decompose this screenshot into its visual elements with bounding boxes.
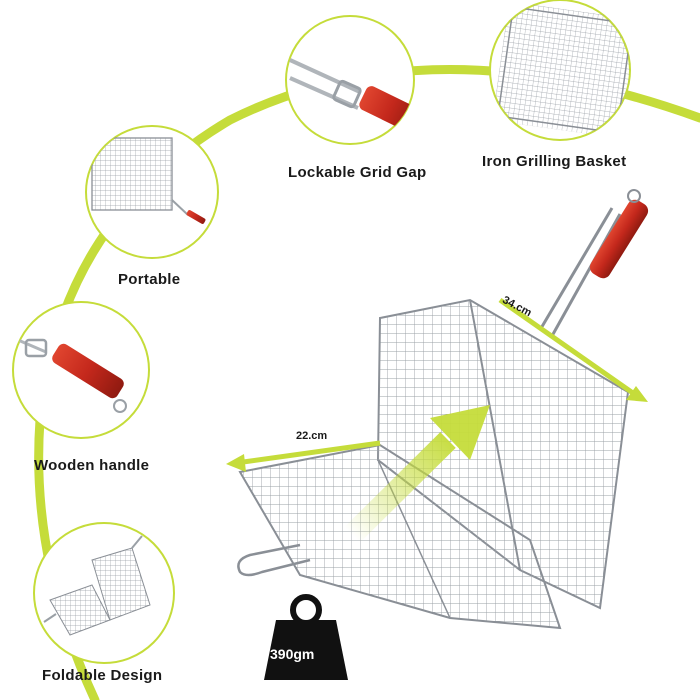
fold-direction-arrow	[344, 405, 490, 543]
feature-label-foldable: Foldable Design	[42, 667, 163, 684]
feature-label-lockable: Lockable Grid Gap	[288, 164, 427, 181]
feature-label-portable: Portable	[118, 271, 181, 288]
length-arrow	[498, 297, 648, 402]
main-grill-basket	[237, 189, 649, 630]
feature-lockable-image	[285, 15, 415, 145]
feature-portable-image	[85, 125, 219, 259]
feature-label-handle: Wooden handle	[34, 457, 150, 474]
wooden-handle-icon	[17, 338, 127, 413]
feature-handle-image	[12, 301, 150, 439]
wire-grid-icon	[492, 1, 630, 139]
feature-foldable-image	[33, 522, 175, 664]
width-dimension-label: 22.cm	[296, 430, 328, 442]
feature-iron-image	[489, 0, 631, 141]
width-arrow	[226, 440, 381, 472]
weight-label: 390gm	[270, 646, 315, 662]
weight-icon	[264, 594, 348, 680]
red-wooden-handle	[589, 199, 649, 279]
feature-label-iron: Iron Grilling Basket	[482, 153, 627, 170]
folded-basket-icon	[43, 535, 151, 636]
grill-basket-icon	[91, 137, 206, 224]
lower-handle	[237, 543, 311, 577]
